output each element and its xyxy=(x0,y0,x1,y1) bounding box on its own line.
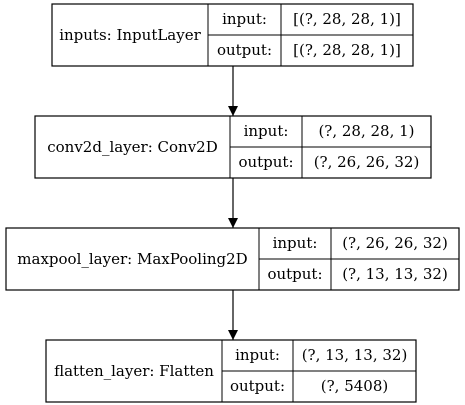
layer-node-conv2d: conv2d_layer: Conv2D input: output: (?, … xyxy=(34,115,432,179)
layer-node-maxpool: maxpool_layer: MaxPooling2D input: outpu… xyxy=(5,227,460,291)
layer-node-flatten: flatten_layer: Flatten input: output: (?… xyxy=(45,339,417,403)
output-label: output: xyxy=(267,265,322,283)
output-shape: (?, 5408) xyxy=(321,377,388,395)
layer-name: conv2d_layer: Conv2D xyxy=(47,138,218,156)
input-shape: (?, 28, 28, 1) xyxy=(318,122,414,140)
input-shape: (?, 26, 26, 32) xyxy=(342,234,448,252)
layer-name: inputs: InputLayer xyxy=(59,26,201,44)
input-label: input: xyxy=(244,122,289,140)
layer-node-inputs: inputs: InputLayer input: output: [(?, 2… xyxy=(51,3,414,67)
output-shape: (?, 26, 26, 32) xyxy=(314,153,420,171)
input-label: input: xyxy=(235,346,280,364)
input-label: input: xyxy=(222,10,267,28)
output-label: output: xyxy=(230,377,285,395)
input-label: input: xyxy=(273,234,318,252)
output-shape: (?, 13, 13, 32) xyxy=(342,265,448,283)
layer-name: flatten_layer: Flatten xyxy=(54,362,214,380)
layer-name: maxpool_layer: MaxPooling2D xyxy=(17,250,247,268)
output-label: output: xyxy=(238,153,293,171)
input-shape: [(?, 28, 28, 1)] xyxy=(293,10,401,28)
input-shape: (?, 13, 13, 32) xyxy=(302,346,408,364)
output-shape: [(?, 28, 28, 1)] xyxy=(293,41,401,59)
output-label: output: xyxy=(217,41,272,59)
